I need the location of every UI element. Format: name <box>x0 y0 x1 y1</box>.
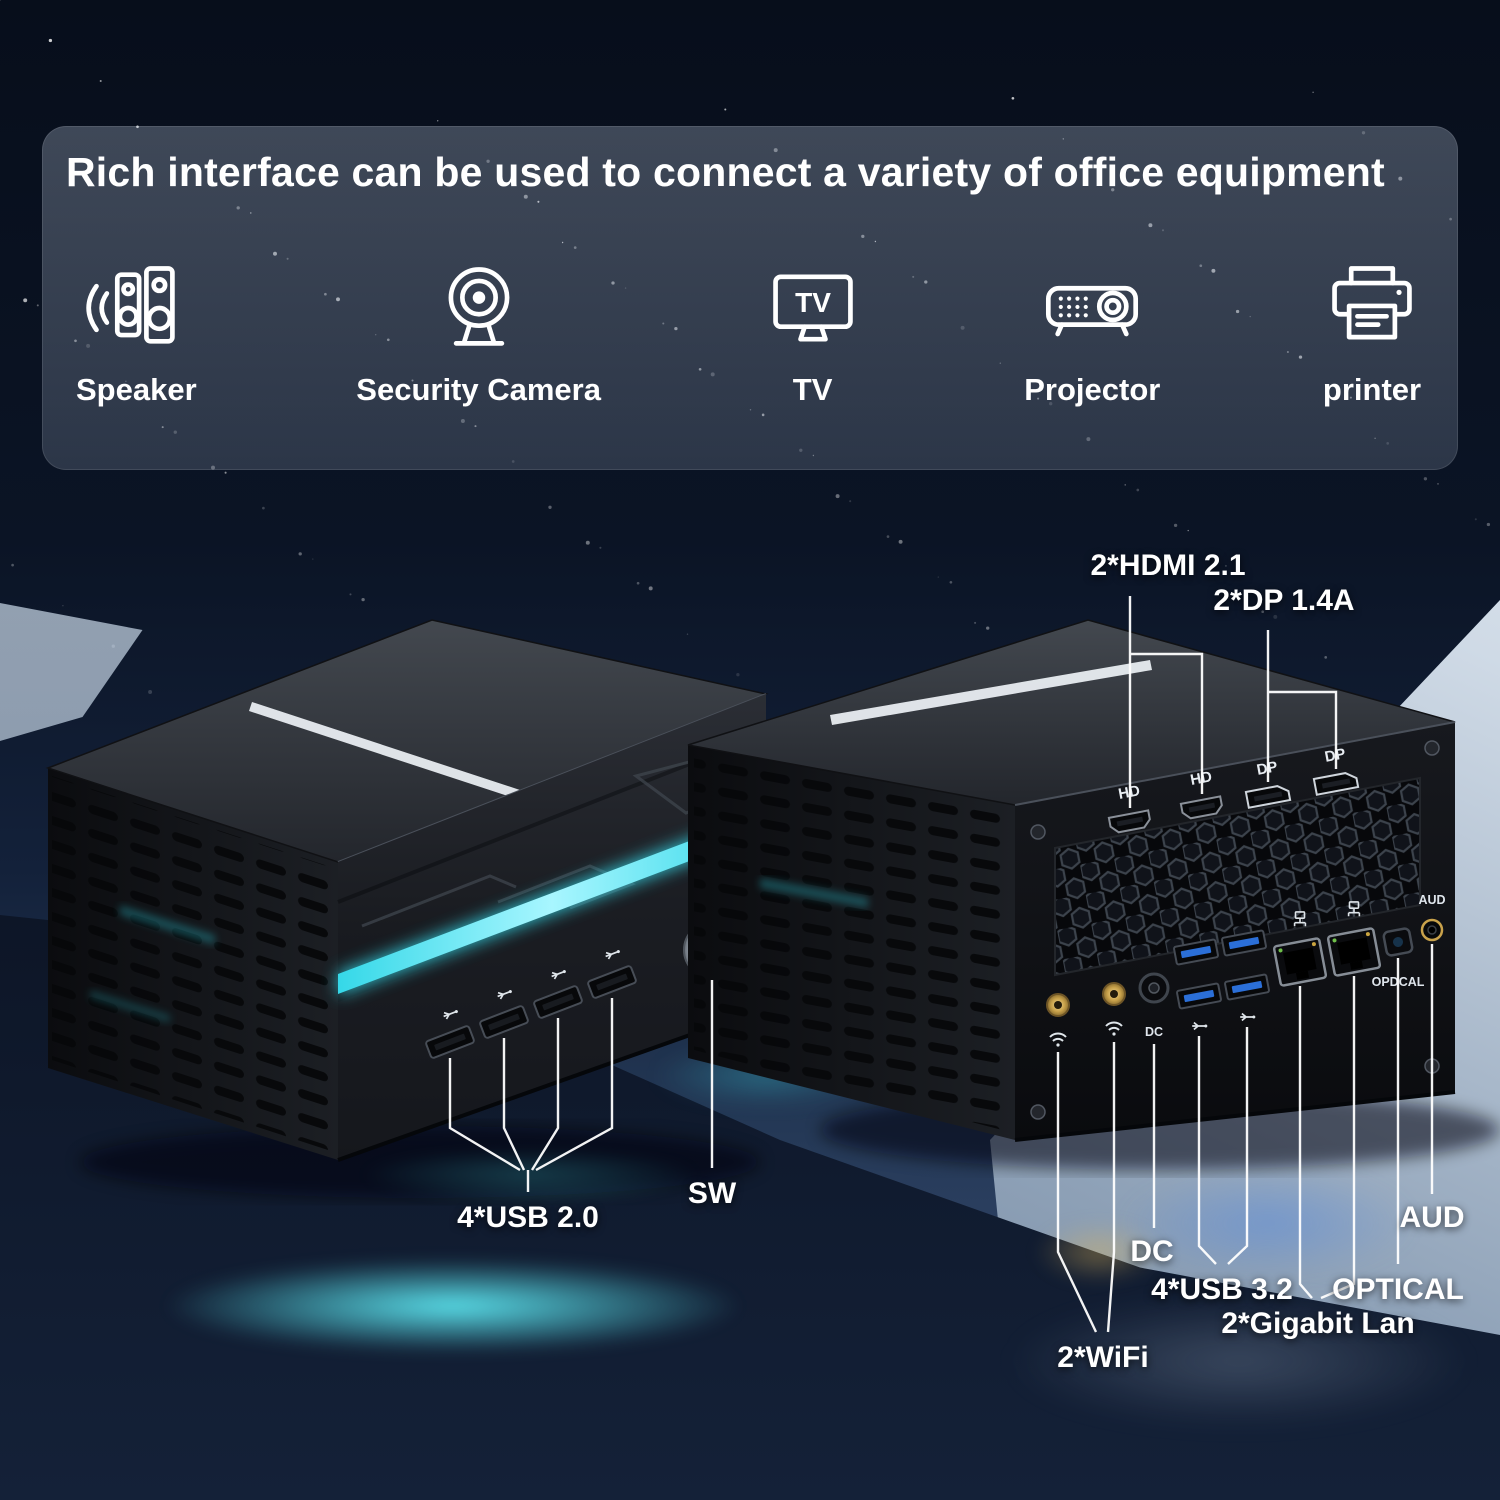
optical-audio-port <box>1382 927 1414 957</box>
callout-sw: SW <box>687 1177 737 1210</box>
usb3-port-2 <box>1221 929 1267 957</box>
callout-aud: AUD <box>1399 1201 1465 1234</box>
pc-front-side-vents <box>52 776 334 1152</box>
line-usb2-4 <box>535 998 614 1172</box>
dc-power-port <box>1138 972 1170 1004</box>
line-usb3-1 <box>1197 1036 1217 1265</box>
vent-glow-2 <box>90 990 170 1023</box>
line-wifi-2 <box>1106 1042 1116 1333</box>
tv-icon: TV <box>772 274 853 342</box>
usb2-port-2 <box>479 1005 529 1039</box>
audio-jack <box>1420 918 1444 942</box>
speaker-icon <box>86 266 176 344</box>
callout-hdmi: 2*HDMI 2.1 <box>1090 549 1246 582</box>
callout-dc: DC <box>1130 1235 1174 1268</box>
wifi-icon-1 <box>1049 1032 1067 1047</box>
projector-icon <box>1046 285 1139 337</box>
usb3-ports <box>1173 929 1270 1031</box>
vent-glow-3 <box>760 878 868 908</box>
line-hdmi-2 <box>1130 652 1204 794</box>
page-title: Rich interface can be used to connect a … <box>66 149 1385 195</box>
callout-optical: OPTICAL <box>1332 1273 1464 1306</box>
hdmi-port-2 <box>1179 795 1223 820</box>
port-tag-aud: AUD <box>1418 893 1445 907</box>
callout-lines <box>448 596 1434 1333</box>
screws <box>1030 740 1440 1120</box>
shadow-front-pc <box>80 1126 760 1198</box>
line-usb2-2 <box>502 1038 526 1171</box>
device-speaker: Speaker <box>76 256 197 408</box>
mini-pc-rear-view: HD HD DP DP <box>687 619 1456 1142</box>
line-usb2-1 <box>448 1058 521 1172</box>
callout-dp: 2*DP 1.4A <box>1213 584 1355 617</box>
ethernet-port-2 <box>1326 927 1382 977</box>
device-label-speaker: Speaker <box>76 372 197 407</box>
line-lan-2 <box>1320 976 1356 1300</box>
security-camera-icon <box>448 267 510 346</box>
device-tv: TV TV <box>761 256 865 408</box>
usb2-port-1 <box>425 1025 475 1059</box>
device-label-tv: TV <box>792 372 833 407</box>
device-label-printer: printer <box>1322 372 1422 407</box>
callout-usb2: 4*USB 2.0 <box>457 1201 599 1234</box>
pc-rear-bottom-edge <box>1014 1090 1456 1142</box>
wifi-antenna-connector-2 <box>1102 982 1126 1006</box>
displayport-port-1 <box>1244 785 1292 809</box>
callout-wifi: 2*WiFi <box>1057 1341 1149 1374</box>
callout-usb3: 4*USB 3.2 <box>1151 1273 1293 1306</box>
device-row: Speaker Security Camera <box>42 256 1458 408</box>
ethernet-port-1 <box>1272 937 1328 987</box>
usb2-ports <box>425 946 637 1059</box>
hdmi-port-1 <box>1107 809 1151 834</box>
displayport-port-2 <box>1312 772 1360 796</box>
line-wifi-1 <box>1056 1052 1098 1333</box>
wifi-icon-2 <box>1105 1021 1123 1036</box>
device-security-camera: Security Camera <box>356 256 601 408</box>
rear-edge-highlight <box>1014 721 1456 806</box>
usb3-port-1 <box>1173 938 1219 966</box>
port-tag-dc: DC <box>1145 1025 1163 1039</box>
wifi-antenna-connector-1 <box>1046 993 1070 1017</box>
device-label-security-camera: Security Camera <box>356 372 601 407</box>
pc-rear-lid-stripe <box>830 660 1152 725</box>
usb2-port-3 <box>533 985 583 1019</box>
printer-icon <box>1332 266 1412 340</box>
led-strip <box>338 812 766 994</box>
header-panel: Rich interface can be used to connect a … <box>42 126 1458 470</box>
line-usb2-3 <box>530 1018 560 1171</box>
usb2-port-4 <box>587 965 637 999</box>
mini-pc-front-view <box>45 619 769 1162</box>
callout-lan: 2*Gigabit Lan <box>1221 1307 1415 1340</box>
device-projector: Projector <box>1024 256 1160 408</box>
line-usb3-2 <box>1227 1027 1249 1265</box>
vent-glow-1 <box>120 905 215 945</box>
line-lan-1 <box>1298 986 1313 1299</box>
usb3-port-4 <box>1224 973 1270 1001</box>
hex-vent-area <box>1054 776 1421 977</box>
tv-icon-text: TV <box>795 287 831 318</box>
usb3-port-3 <box>1176 982 1222 1010</box>
pc-rear-side-vents <box>694 753 1010 1132</box>
line-dp-2 <box>1268 690 1338 769</box>
device-printer: printer <box>1320 256 1424 408</box>
pc-front-lid-stripe <box>249 702 520 799</box>
device-label-projector: Projector <box>1024 372 1161 407</box>
